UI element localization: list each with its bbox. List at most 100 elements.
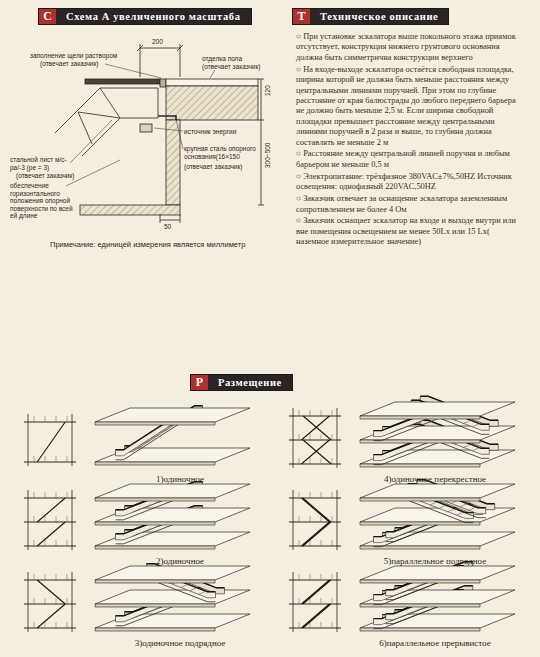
step xyxy=(150,502,159,506)
step xyxy=(150,608,159,612)
step xyxy=(408,422,417,426)
dimension: 300~500 xyxy=(264,143,272,169)
section-header: PРазмещение xyxy=(190,374,293,391)
note: Примечание: единицей измерения является … xyxy=(50,240,245,249)
step xyxy=(430,501,439,505)
elevation-column xyxy=(321,458,322,464)
dimension: 120 xyxy=(264,85,272,96)
floor-slab xyxy=(95,590,250,604)
part-label: (отвечает заказчик) xyxy=(202,63,261,71)
elevation-column xyxy=(45,416,46,422)
elevation-column xyxy=(67,574,68,580)
elevation-escalator xyxy=(303,440,331,464)
step xyxy=(472,423,481,427)
elevation-column xyxy=(67,516,68,522)
elevation-wall xyxy=(337,408,338,468)
slab-edge xyxy=(360,498,480,501)
elevation-column xyxy=(34,574,35,580)
elevation-column xyxy=(45,456,46,462)
step xyxy=(141,505,150,509)
elevation-floor xyxy=(289,603,341,604)
step xyxy=(199,590,208,594)
elevation-escalator xyxy=(37,580,65,604)
elevation-wall xyxy=(293,572,294,632)
elevation-column xyxy=(310,492,311,498)
elevation-escalator xyxy=(37,604,65,628)
step xyxy=(417,443,426,447)
elevation-column xyxy=(299,434,300,440)
dimension: 200 xyxy=(152,38,163,46)
elevation-column xyxy=(56,622,57,628)
part-label: крупная сталь опорного основания(16×150 xyxy=(184,145,258,160)
elevation-column xyxy=(56,598,57,604)
floor-slab xyxy=(95,484,250,498)
step xyxy=(132,446,141,450)
elevation-column xyxy=(45,622,46,628)
elevation-column xyxy=(67,540,68,546)
slab-edge xyxy=(95,422,215,425)
elevation-wall xyxy=(72,490,73,550)
elevation-column xyxy=(34,622,35,628)
elevation-column xyxy=(332,434,333,440)
elevation-column xyxy=(321,622,322,628)
slab-edge xyxy=(95,604,215,607)
elevation-floor xyxy=(289,545,341,546)
elevation-floor xyxy=(289,627,341,628)
elevation-column xyxy=(310,516,311,522)
slab-edge xyxy=(360,580,480,583)
elevation-column xyxy=(321,598,322,604)
elevation-escalator xyxy=(37,522,65,546)
step xyxy=(411,527,420,531)
step xyxy=(439,504,448,508)
elevation-column xyxy=(67,492,68,498)
step xyxy=(132,614,141,618)
step xyxy=(159,429,168,433)
elevation-wall xyxy=(72,572,73,632)
step xyxy=(141,611,150,615)
step xyxy=(457,511,466,515)
elevation-column xyxy=(310,540,311,546)
elevation-column xyxy=(45,574,46,580)
elevation-column xyxy=(321,492,322,498)
arrangement-drawings xyxy=(24,396,515,632)
elevation-wall xyxy=(28,572,29,632)
layout-caption: 5)параллельное подрядное xyxy=(350,556,520,567)
elevation-column xyxy=(67,622,68,628)
floor-slab xyxy=(95,408,250,422)
step xyxy=(417,419,426,423)
elevation-column xyxy=(321,516,322,522)
floor-slab xyxy=(360,402,515,416)
step xyxy=(403,530,412,534)
elevation-floor xyxy=(289,579,341,580)
step xyxy=(132,508,141,512)
elevation-floor xyxy=(289,521,341,522)
part-label: источник энергии xyxy=(184,128,236,136)
spec-item: ○ Электропитание: трёхфазное 380VAC±7%,5… xyxy=(296,172,522,193)
elevation-wall xyxy=(337,490,338,550)
elevation-column xyxy=(299,516,300,522)
step xyxy=(390,429,399,433)
elevation-escalator xyxy=(301,522,329,546)
step xyxy=(150,526,159,530)
section-header: CСхема А увеличенного масштаба xyxy=(38,8,252,25)
elevation-column xyxy=(34,492,35,498)
part-label: (отвечает заказчик) xyxy=(184,163,243,171)
elevation-column xyxy=(34,516,35,522)
layout-caption: 2)одиночное xyxy=(95,556,265,567)
elevation-column xyxy=(299,622,300,628)
slab-edge xyxy=(95,522,215,525)
elevation-column xyxy=(321,410,322,416)
step xyxy=(448,508,457,512)
step xyxy=(399,426,408,430)
elevation-column xyxy=(310,574,311,580)
elevation-column xyxy=(332,574,333,580)
elevation-column xyxy=(56,416,57,422)
floor-slab xyxy=(360,566,515,580)
spec-item: ○ На входе-выходе эскалатора остаётся св… xyxy=(296,65,522,148)
part-label: заполнение щели раствором xyxy=(30,52,117,60)
elevation-escalator xyxy=(301,580,329,604)
elevation-floor xyxy=(24,421,76,422)
elevation-column xyxy=(310,458,311,464)
step xyxy=(190,587,199,591)
elevation-column xyxy=(34,416,35,422)
